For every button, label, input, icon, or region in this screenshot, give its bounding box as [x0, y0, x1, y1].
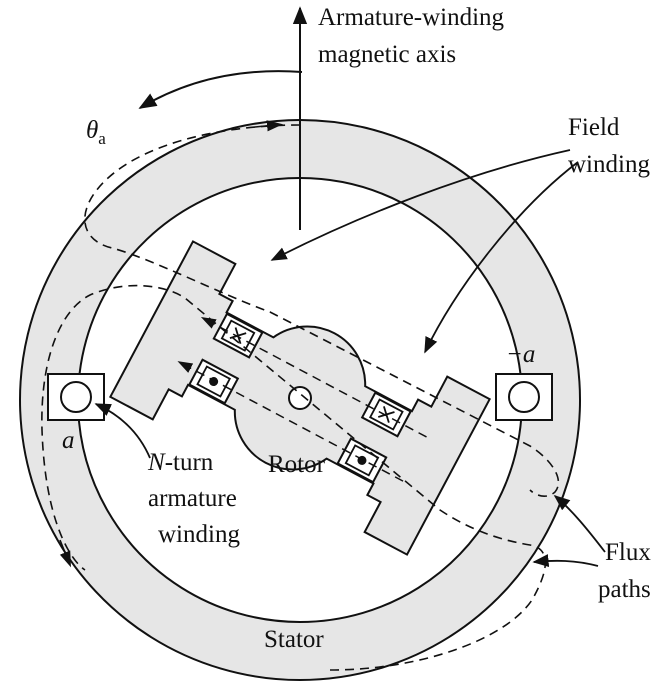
flux-path-lower	[41, 284, 547, 671]
field-coil-right	[360, 391, 412, 438]
field-coil-upper-left	[212, 312, 264, 359]
field-coil-left	[188, 358, 240, 405]
rotor-label: Rotor	[268, 451, 326, 478]
winding-label: winding	[158, 521, 240, 548]
neg-a-label: −a	[506, 341, 535, 368]
field-winding-pointer-2	[424, 161, 579, 354]
flux-arrow-top	[254, 120, 283, 132]
field-coil-lower-right	[336, 437, 388, 484]
stator-ring	[19, 119, 581, 681]
flux-paths-pointer-1	[553, 494, 606, 553]
stator-label: Stator	[264, 626, 324, 653]
rotor-shaft	[288, 386, 312, 410]
flux-path-upper	[84, 124, 560, 497]
armature-axis-label-line2: magnetic axis	[318, 41, 456, 68]
flux-label-line2: paths	[598, 576, 651, 603]
field-winding-pointer-1	[270, 149, 571, 261]
flux-label-line1: Flux	[605, 539, 651, 566]
slot-neg-a	[495, 373, 553, 421]
conductor-neg-a	[508, 381, 540, 413]
slot-a	[47, 373, 105, 421]
n-turn-label: N-turn	[147, 449, 214, 476]
rotor-flux-arrow-upper	[200, 317, 427, 438]
armature-axis-label-line1: Armature-winding	[318, 4, 505, 31]
a-label: a	[62, 427, 75, 454]
armature-winding-pointer	[94, 403, 151, 459]
armature-label: armature	[148, 485, 237, 512]
cross-mark-icon	[377, 406, 395, 423]
flux-paths-pointer-2	[532, 554, 599, 568]
theta-curved-arrow	[138, 70, 303, 109]
rotor-flux-arrow-lower	[177, 361, 404, 482]
flux-arrow-bottom-left	[59, 539, 71, 568]
conductor-a	[60, 381, 92, 413]
field-winding-label-line1: Field	[568, 114, 620, 141]
field-winding-label-line2: winding	[568, 151, 650, 178]
theta-label: θa	[86, 117, 106, 148]
